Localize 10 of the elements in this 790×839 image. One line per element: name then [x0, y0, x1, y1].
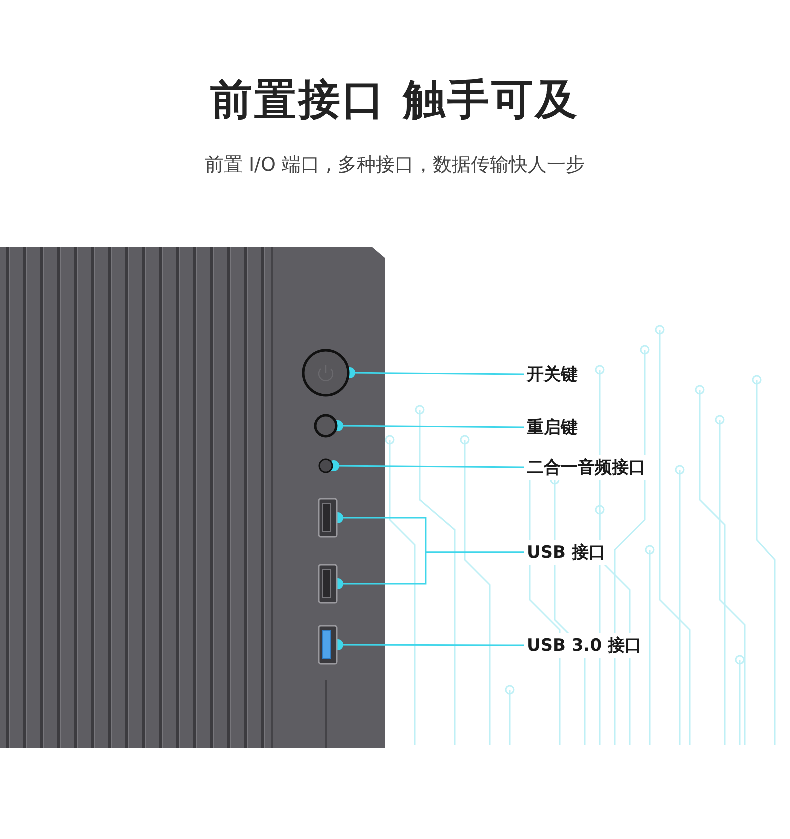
title: 前置接口 触手可及 [210, 74, 580, 126]
usb-port [318, 564, 338, 604]
usb-port [318, 625, 338, 665]
usb-port [318, 498, 338, 538]
leader-line [328, 460, 524, 472]
audio-jack [318, 458, 334, 474]
port-label: 二合一音频接口 [524, 455, 649, 480]
power-button [302, 349, 350, 397]
subtitle: 前置 I/O 端口 , 多种接口，数据传输快人一步 [204, 153, 586, 178]
round-button [314, 414, 338, 438]
